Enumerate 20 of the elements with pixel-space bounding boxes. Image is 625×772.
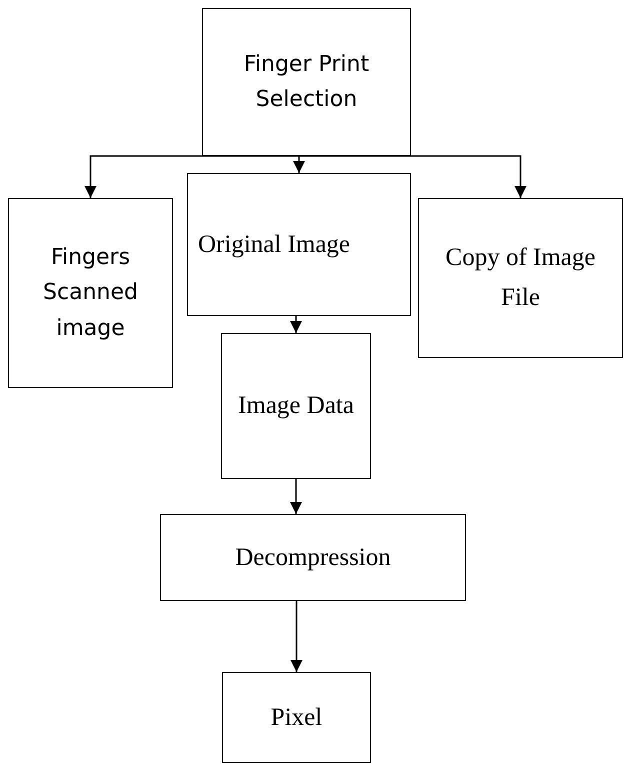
box-label: Decompression — [235, 542, 391, 572]
arrow — [290, 316, 302, 333]
process-box — [222, 672, 371, 763]
arrow — [293, 156, 305, 173]
box-label: Original Image — [198, 230, 350, 260]
process-box — [202, 8, 411, 156]
box-label: Fingers Scanned image — [42, 244, 139, 343]
box-label: Copy of Image File — [444, 243, 596, 313]
process-box — [221, 333, 371, 479]
arrow — [306, 155, 526, 198]
process-box — [8, 198, 173, 388]
arrow — [84, 155, 306, 198]
arrow — [290, 479, 302, 514]
process-box — [418, 198, 623, 358]
arrow — [290, 601, 302, 672]
process-box — [187, 173, 411, 316]
box-label: Pixel — [270, 702, 322, 732]
process-box — [160, 514, 466, 601]
box-label: Image Data — [238, 391, 354, 421]
box-label: Finger Print Selection — [242, 50, 370, 114]
